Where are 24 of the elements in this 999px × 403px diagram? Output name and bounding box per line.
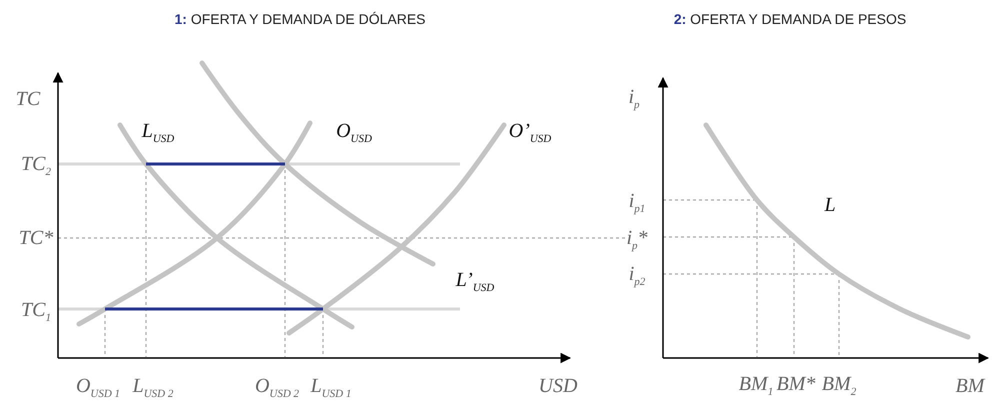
tick-label: L$_{USD 2}$ bbox=[132, 376, 174, 400]
axis-label: BM bbox=[956, 376, 984, 396]
panel-heading: 1: OFERTA Y DEMANDA DE DÓLARES bbox=[174, 12, 426, 26]
curve-label: L bbox=[824, 195, 836, 215]
tick-label: TC$_{1}$ bbox=[21, 300, 51, 324]
tick-label: i$_{p1}$ bbox=[628, 191, 646, 215]
curve-label: O’$_{USD}$ bbox=[508, 121, 552, 145]
axis-label: TC bbox=[16, 89, 40, 109]
axis-label: i$_{p}$ bbox=[628, 87, 640, 111]
tick-label: O$_{USD 1}$ bbox=[76, 376, 120, 400]
tick-label: BM$_{1}$ bbox=[738, 374, 774, 398]
tick-label: TC* bbox=[18, 228, 54, 248]
curve-label: L$_{USD}$ bbox=[142, 121, 174, 145]
tick-label: L$_{USD 1}$ bbox=[310, 376, 352, 400]
tick-label: i$_{p}$* bbox=[626, 228, 648, 252]
curve-label: O$_{USD}$ bbox=[336, 121, 372, 145]
panel-heading: 2: OFERTA Y DEMANDA DE PESOS bbox=[674, 12, 906, 26]
curve-label: L’$_{USD}$ bbox=[456, 270, 494, 294]
tick-label: BM* bbox=[776, 374, 816, 394]
tick-label: i$_{p2}$ bbox=[628, 264, 646, 288]
tick-label: TC$_{2}$ bbox=[21, 154, 51, 178]
tick-label: BM$_{2}$ bbox=[822, 374, 856, 398]
axis-label: USD bbox=[538, 376, 578, 396]
tick-label: O$_{USD 2}$ bbox=[254, 376, 300, 400]
